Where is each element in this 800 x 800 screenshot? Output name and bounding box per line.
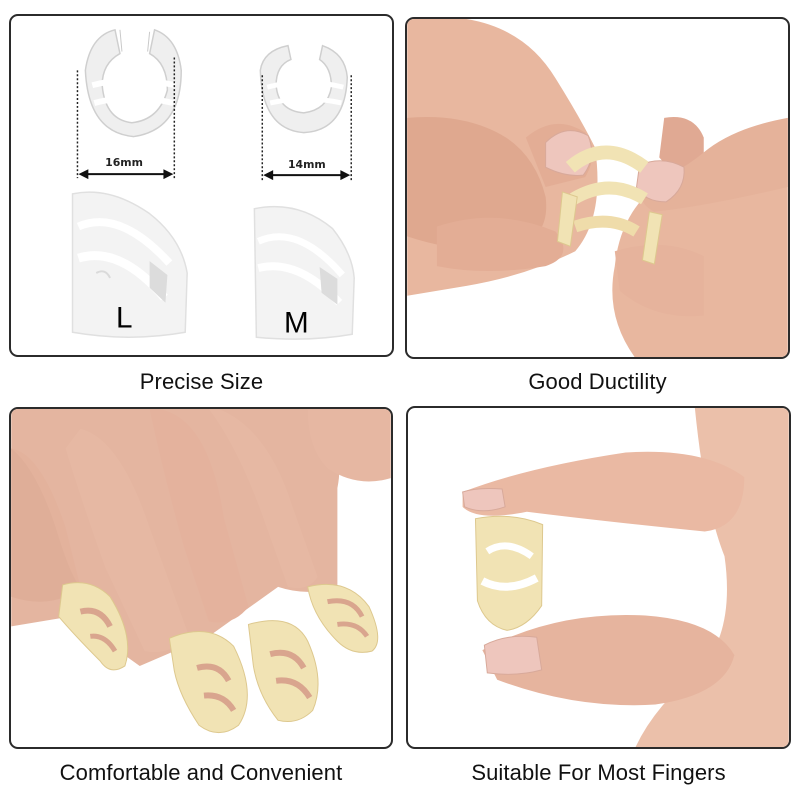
pinching-pick-photo [462,408,789,747]
finger-pick-2 [168,631,248,734]
large-size-letter: L [116,301,133,334]
good-ductility-caption: Good Ductility [528,369,667,394]
suitable-panel [406,406,791,749]
fingers-wearing-picks-photo [11,409,391,734]
finger-pick-3 [247,620,319,723]
good-ductility-panel [405,17,790,359]
medium-pick-side-view: M [253,205,355,340]
thumbnail [483,635,543,675]
large-width-label: 16mm [105,156,143,169]
thumb [482,615,735,706]
finger-pick-1 [58,582,129,671]
suitable-caption: Suitable For Most Fingers [471,760,726,785]
comfortable-panel [9,407,393,749]
medium-width-label: 14mm [288,158,326,171]
large-pick-top-view [84,28,182,138]
comfortable-caption: Comfortable and Convenient [59,760,343,785]
large-pick-side-view: L [71,191,188,338]
size-comparison-illustration: 16mm 14mm L M [71,28,355,340]
precise-size-caption: Precise Size [139,369,264,394]
bending-pick [556,145,663,265]
precise-size-panel: 16mm 14mm L M [9,14,394,357]
hands-bending-pick-photo [407,19,788,357]
medium-size-letter: M [284,306,309,339]
held-pick [474,515,544,631]
finger-pick-4 [307,583,379,653]
index-finger [462,451,745,532]
index-fingernail [462,487,506,512]
medium-pick-top-view [259,44,349,134]
hand-palm [635,408,789,747]
